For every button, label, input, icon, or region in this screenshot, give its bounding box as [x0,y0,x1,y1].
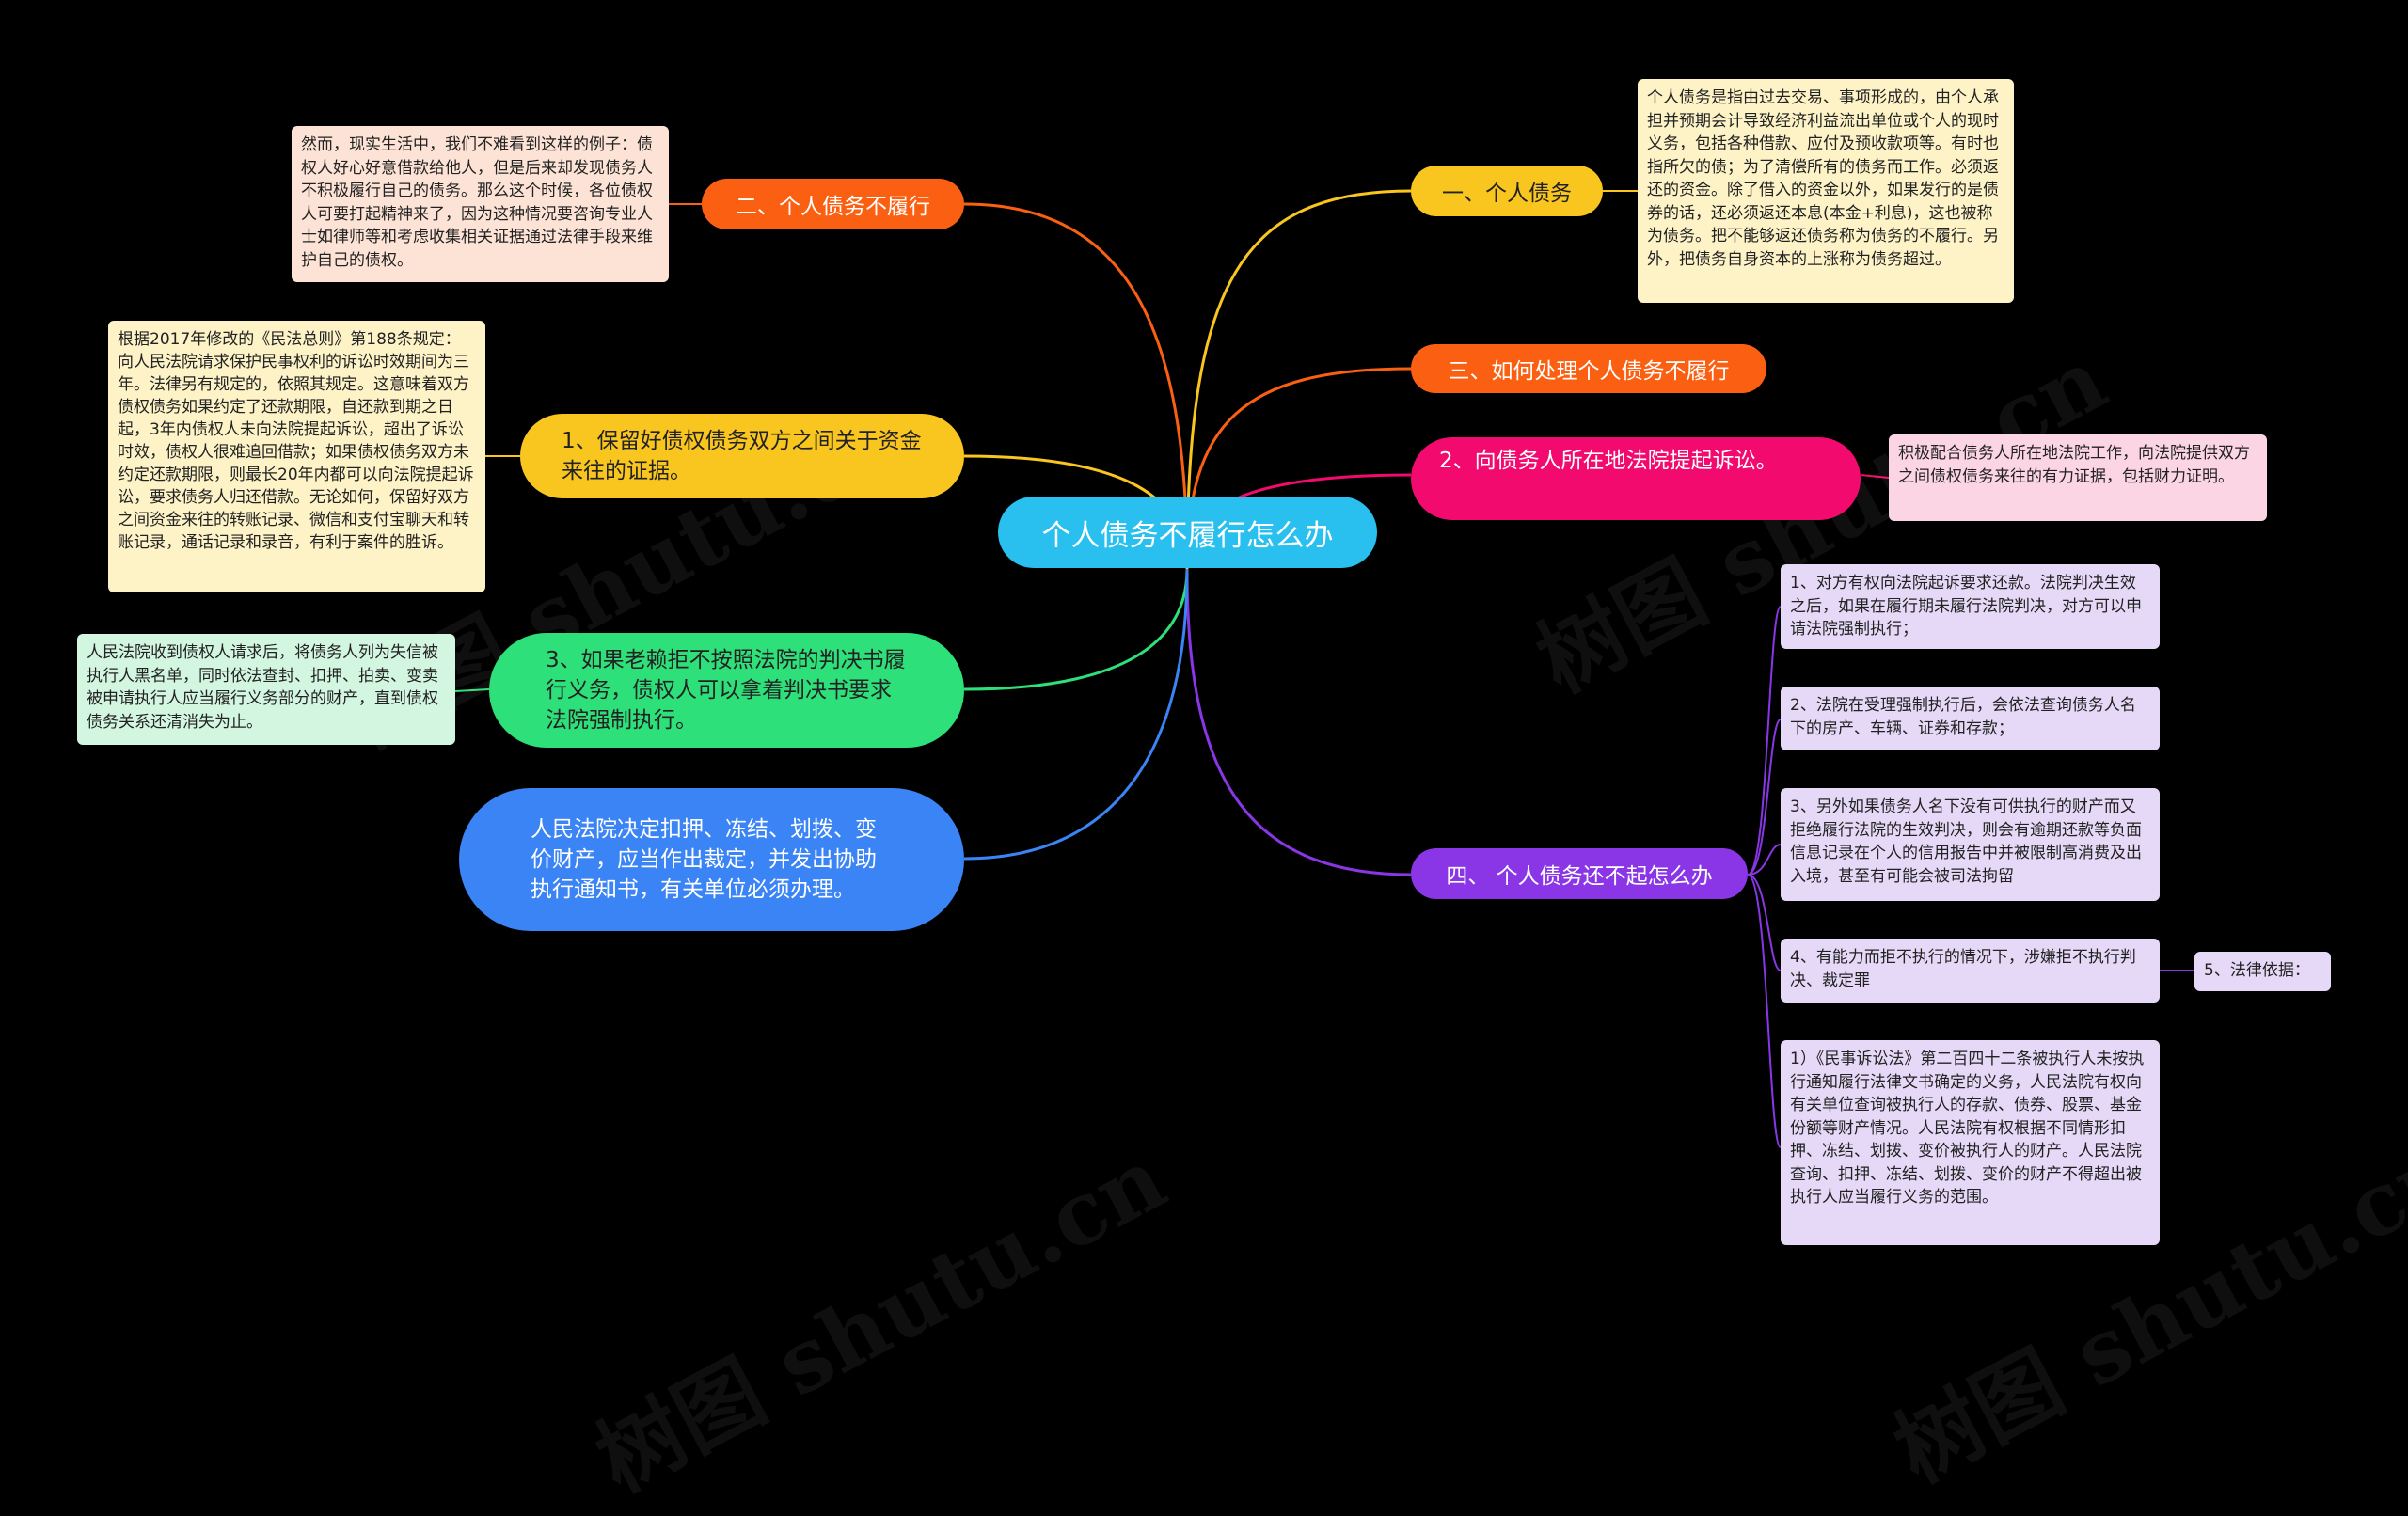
branch-enforce-judgment-label: 3、如果老赖拒不按照法院的判决书履行义务，债权人可以拿着判决书要求法院强制执行。 [546,648,906,733]
note-cannot-repay-1-text: 1、对方有权向法院起诉要求还款。法院判决生效之后，如果在履行期未履行法院判决，对… [1790,574,2142,639]
center-topic[interactable]: 个人债务不履行怎么办 [998,497,1377,568]
branch-cannot-repay[interactable]: 四、 个人债务还不起怎么办 [1411,848,1748,899]
note-cannot-repay-3: 3、另外如果债务人名下没有可供执行的财产而又拒绝履行法院的生效判决，则会有逾期还… [1781,788,2160,901]
note-statute-of-limitations: 根据2017年修改的《民法总则》第188条规定：向人民法院请求保护民事权利的诉讼… [108,321,485,592]
note-cannot-repay-2: 2、法院在受理强制执行后，会依法查询债务人名下的房产、车辆、证券和存款； [1781,687,2160,750]
note-civil-procedure-law: 1）《民事诉讼法》第二百四十二条被执行人未按执行通知履行法律文书确定的义务，人民… [1781,1040,2160,1245]
link-r4-c [1747,844,1782,876]
branch-court-ruling[interactable]: 人民法院决定扣押、冻结、划拨、变价财产，应当作出裁定，并发出协助执行通知书，有关… [459,788,964,931]
branch-keep-evidence-label: 1、保留好债权债务双方之间关于资金来往的证据。 [562,429,922,483]
note-cannot-repay-4-text: 4、有能力而拒不执行的情况下，涉嫌拒不执行判决、裁定罪 [1790,948,2136,990]
note-cannot-repay-4: 4、有能力而拒不执行的情况下，涉嫌拒不执行判决、裁定罪 [1781,939,2160,1003]
branch-debt-default-label: 二、个人债务不履行 [736,195,930,219]
link-center-l4 [963,568,1189,861]
link-l3-note [454,688,490,692]
branch-how-to-handle-label: 三、如何处理个人债务不履行 [1448,359,1730,384]
link-r2-note [1860,474,1890,479]
note-dishonest-debtor-list: 人民法院收到债权人请求后，将债务人列为失信被执行人黑名单，同时依法查封、扣押、拍… [77,634,455,745]
branch-enforce-judgment[interactable]: 3、如果老赖拒不按照法院的判决书履行义务，债权人可以拿着判决书要求法院强制执行。 [489,633,964,748]
note-lawsuit-evidence: 积极配合债务人所在地法院工作，向法院提供双方之间债权债务来往的有力证据，包括财力… [1889,434,2267,521]
note-dishonest-debtor-list-text: 人民法院收到债权人请求后，将债务人列为失信被执行人黑名单，同时依法查封、扣押、拍… [87,643,438,732]
branch-personal-debt-label: 一、个人债务 [1442,182,1572,206]
note-personal-debt-definition-text: 个人债务是指由过去交易、事项形成的，由个人承担并预期会计导致经济利益流出单位或个… [1647,88,1999,269]
note-civil-procedure-law-text: 1）《民事诉讼法》第二百四十二条被执行人未按执行通知履行法律文书确定的义务，人民… [1790,1050,2145,1207]
center-topic-label: 个人债务不履行怎么办 [1041,518,1334,553]
link-center-r1 [1185,189,1412,570]
branch-personal-debt[interactable]: 一、个人债务 [1411,166,1603,216]
link-r4-d [1747,874,1782,971]
branch-file-lawsuit[interactable]: 2、向债务人所在地法院提起诉讼。 [1411,437,1861,520]
branch-court-ruling-label: 人民法院决定扣押、冻结、划拨、变价财产，应当作出裁定，并发出协助执行通知书，有关… [531,817,877,902]
link-center-l3 [963,568,1189,691]
note-cannot-repay-1: 1、对方有权向法院起诉要求还款。法院判决生效之后，如果在履行期未履行法院判决，对… [1781,564,2160,649]
note-statute-of-limitations-text: 根据2017年修改的《民法总则》第188条规定：向人民法院请求保护民事权利的诉讼… [118,330,474,552]
branch-cannot-repay-label: 四、 个人债务还不起怎么办 [1446,864,1713,889]
note-legal-basis: 5、法律依据： [2194,952,2331,991]
branch-keep-evidence[interactable]: 1、保留好债权债务双方之间关于资金来往的证据。 [520,414,964,498]
note-cannot-repay-3-text: 3、另外如果债务人名下没有可供执行的财产而又拒绝履行法院的生效判决，则会有逾期还… [1790,797,2142,886]
link-r4-a [1747,606,1782,876]
link-center-l2 [963,202,1189,570]
note-lawsuit-evidence-text: 积极配合债务人所在地法院工作，向法院提供双方之间债权债务来往的有力证据，包括财力… [1898,444,2250,486]
note-legal-basis-text: 5、法律依据： [2204,961,2310,980]
note-cannot-repay-2-text: 2、法院在受理强制执行后，会依法查询债务人名下的房产、车辆、证券和存款； [1790,696,2136,738]
link-r4-e [1747,874,1782,1148]
branch-debt-default[interactable]: 二、个人债务不履行 [702,179,964,229]
branch-how-to-handle[interactable]: 三、如何处理个人债务不履行 [1411,344,1766,393]
note-personal-debt-definition: 个人债务是指由过去交易、事项形成的，由个人承担并预期会计导致经济利益流出单位或个… [1638,79,2014,303]
branch-file-lawsuit-label: 2、向债务人所在地法院提起诉讼。 [1439,449,1778,473]
link-center-r4 [1185,568,1412,876]
note-debt-default-example: 然而，现实生活中，我们不难看到这样的例子：债权人好心好意借款给他人，但是后来却发… [292,126,669,282]
link-r4-b [1747,719,1782,876]
note-debt-default-example-text: 然而，现实生活中，我们不难看到这样的例子：债权人好心好意借款给他人，但是后来却发… [301,135,653,270]
